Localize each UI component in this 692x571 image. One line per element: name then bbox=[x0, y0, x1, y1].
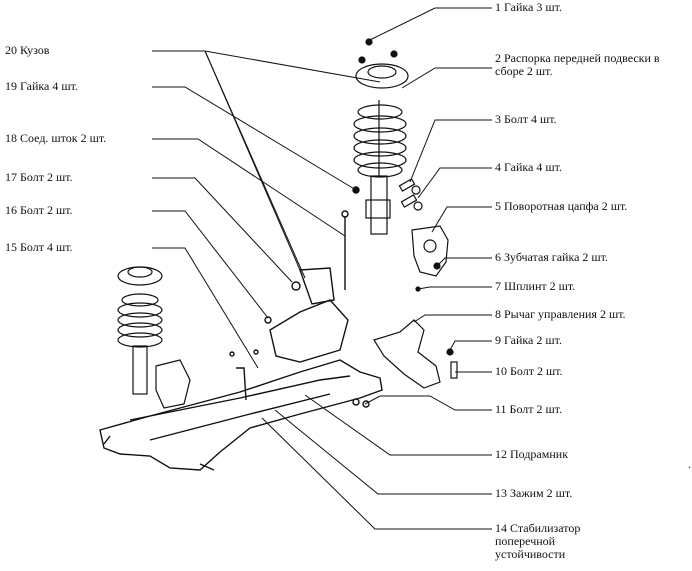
label-nut-1: 1 Гайка 3 шт. bbox=[495, 0, 562, 14]
label-link-rod-18: 18 Соед. шток 2 шт. bbox=[5, 131, 107, 145]
leader-2 bbox=[401, 67, 492, 89]
strut-assembly-right bbox=[353, 38, 409, 235]
label-castle-nut-6: 6 Зубчатая гайка 2 шт. bbox=[495, 250, 609, 264]
leader-12 bbox=[304, 394, 492, 456]
stray-mark: . bbox=[688, 457, 691, 471]
leader-20c bbox=[204, 50, 306, 279]
label-bolt-15: 15 Болт 4 шт. bbox=[5, 240, 73, 254]
leader-9 bbox=[449, 340, 492, 351]
leader-13 bbox=[274, 409, 492, 495]
label-cotter-pin-7: 7 Шплинт 2 шт. bbox=[495, 279, 576, 293]
leader-8 bbox=[413, 314, 492, 323]
label-subframe-12: 12 Подрамник bbox=[495, 447, 569, 461]
label-nut-9: 9 Гайка 2 шт. bbox=[495, 333, 562, 347]
leader-11 bbox=[364, 395, 492, 411]
label-bolt-16: 16 Болт 2 шт. bbox=[5, 203, 73, 217]
leader-19 bbox=[152, 86, 357, 191]
label-stabilizer-14: 14 Стабилизатор поперечной устойчивости bbox=[495, 521, 581, 561]
label-bolt-3: 3 Болт 4 шт. bbox=[495, 112, 557, 126]
label-clamp-13: 13 Зажим 2 шт. bbox=[495, 486, 573, 500]
leader-7 bbox=[417, 286, 492, 290]
leader-20 bbox=[152, 50, 381, 83]
label-control-arm-8: 8 Рычаг управления 2 шт. bbox=[495, 307, 626, 321]
leader-3 bbox=[409, 119, 492, 183]
leader-4 bbox=[417, 167, 492, 199]
label-knuckle-5: 5 Поворотная цапфа 2 шт. bbox=[495, 199, 628, 213]
leader-14 bbox=[261, 417, 492, 530]
leader-18 bbox=[152, 138, 346, 237]
knuckle-assembly bbox=[398, 178, 449, 292]
label-strut-2: 2 Распорка передней подвески в сборе 2 ш… bbox=[495, 51, 660, 78]
leader-1 bbox=[369, 7, 492, 41]
leader-15 bbox=[152, 247, 259, 369]
label-nut-19: 19 Гайка 4 шт. bbox=[5, 79, 78, 93]
leader-6 bbox=[436, 257, 492, 267]
label-bolt-10: 10 Болт 2 шт. bbox=[495, 364, 563, 378]
subframe bbox=[99, 186, 383, 471]
strut-assembly-left bbox=[117, 266, 191, 409]
label-nut-4: 4 Гайка 4 шт. bbox=[495, 160, 562, 174]
control-arm bbox=[373, 319, 458, 389]
label-bolt-17: 17 Болт 2 шт. bbox=[5, 170, 73, 184]
leader-5 bbox=[431, 206, 492, 233]
leader-17 bbox=[152, 177, 293, 283]
leader-16 bbox=[152, 210, 269, 319]
label-bolt-11: 11 Болт 2 шт. bbox=[495, 402, 563, 416]
label-body-20: 20 Кузов bbox=[5, 43, 50, 57]
